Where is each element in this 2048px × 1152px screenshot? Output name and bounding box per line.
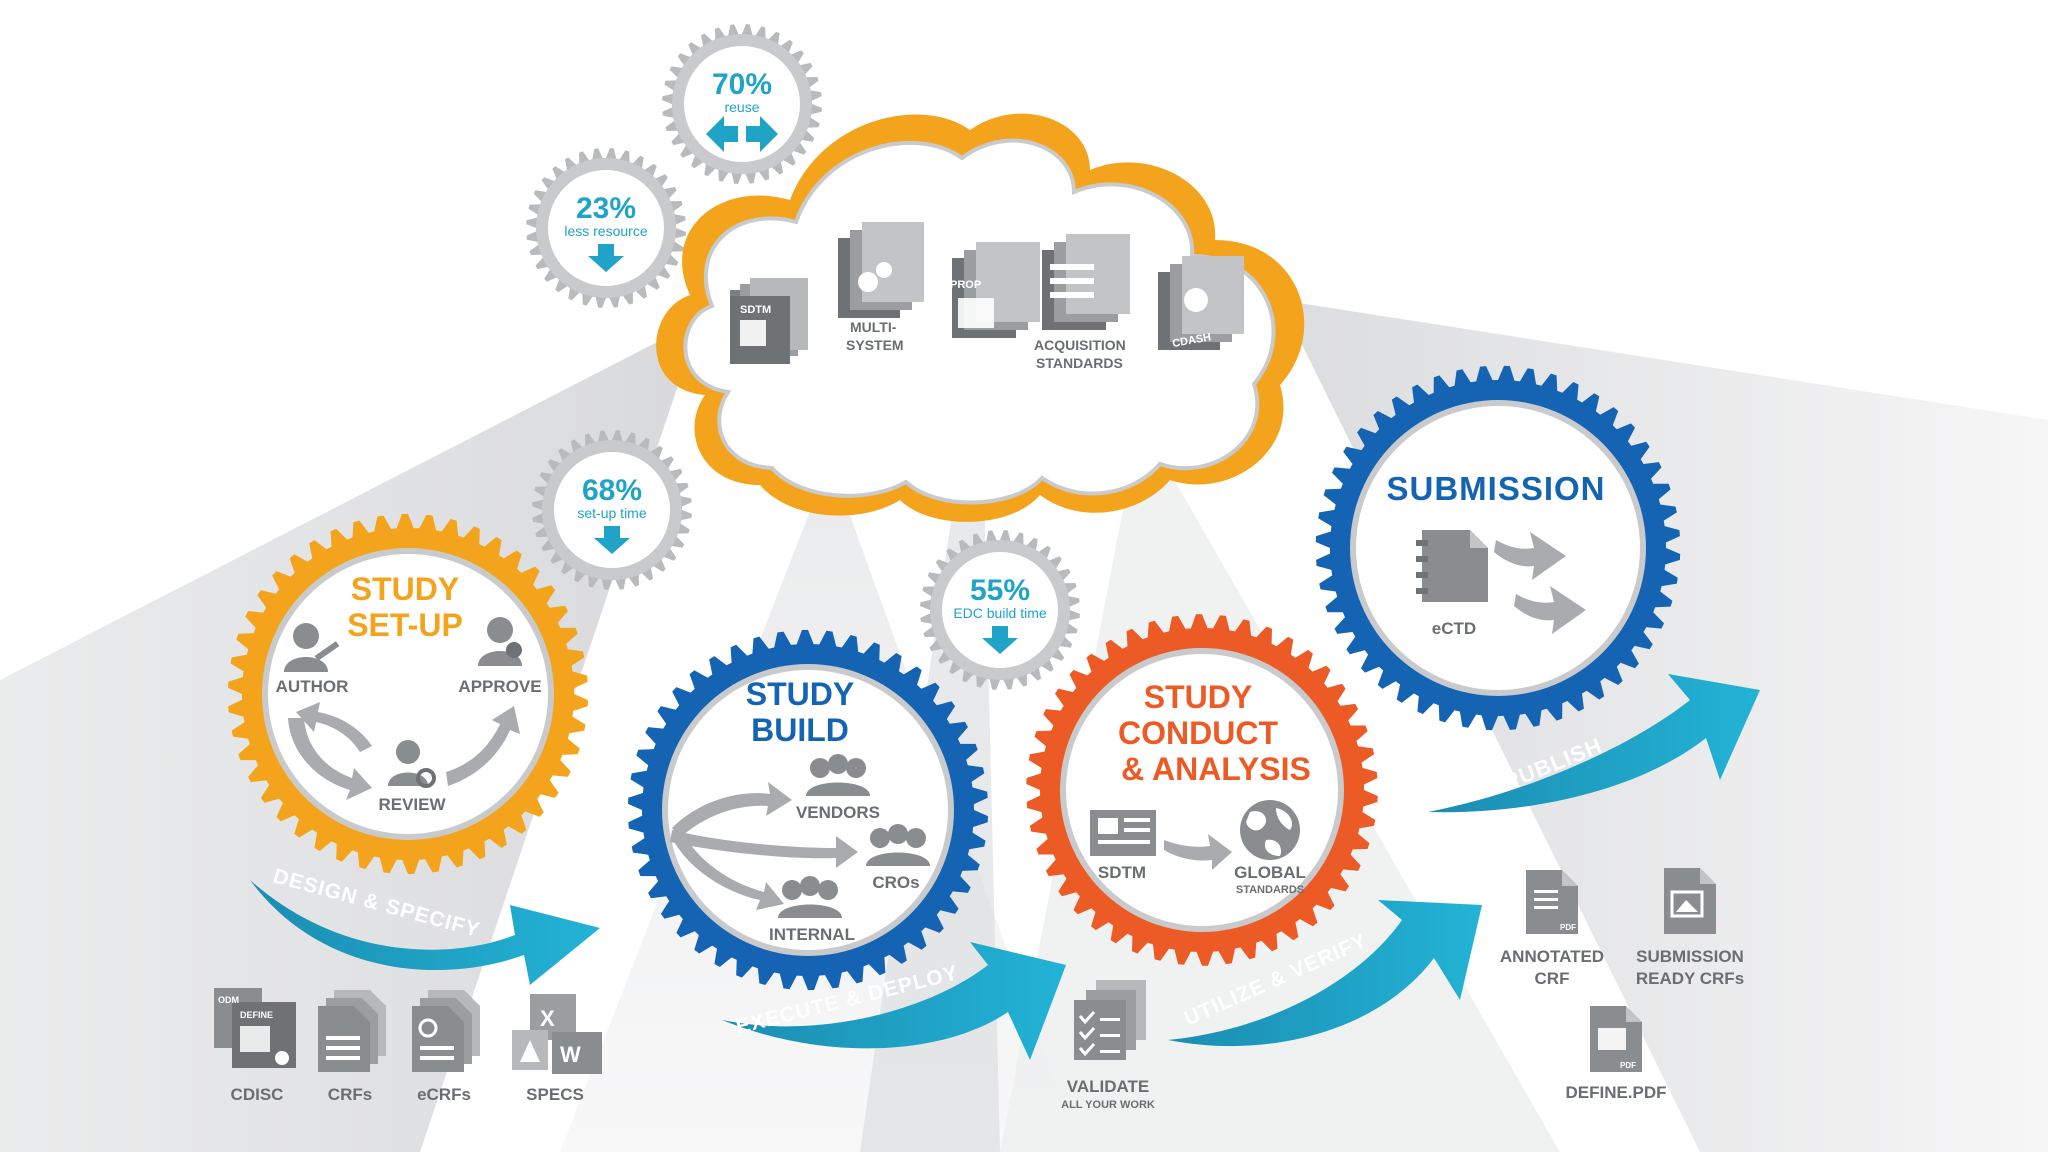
setup-item-review: REVIEW: [378, 795, 446, 814]
cdisc-tag-odm: ODM: [218, 995, 239, 1005]
gear-setup-value: 68%: [582, 474, 642, 507]
globe-icon: [1240, 800, 1300, 860]
doc-label-crfs: CRFs: [328, 1085, 372, 1104]
resource-stat-gear: 23%less resource: [526, 148, 686, 308]
conduct-title-line1: STUDY: [1144, 679, 1252, 715]
submission-title: SUBMISSION: [1386, 470, 1605, 507]
cloud-book-cdash: CDASH: [1158, 256, 1244, 350]
setup-item-author: AUTHOR: [276, 677, 349, 696]
down-arrow-icon: [982, 626, 1018, 654]
submission-ready-label-line2: READY CRFs: [1636, 969, 1744, 988]
cloud-label-sdtm: SDTM: [740, 304, 771, 316]
author-icon: [284, 623, 340, 672]
reuse-stat-gear: 70%reuse: [662, 24, 822, 184]
review-icon: [388, 740, 436, 788]
validate-label-line1: VALIDATE: [1067, 1077, 1149, 1096]
study-setup-content: STUDY SET-UP AUTHOR APPROVE REVIEW: [276, 571, 542, 814]
setup-title-line1: STUDY: [351, 571, 459, 607]
conduct-title-line3: & ANALYSIS: [1121, 751, 1311, 787]
down-arrow-icon: [594, 526, 630, 554]
setup-time-stat-gear: 68%set-up time: [532, 430, 692, 590]
validate-checklist-icon: [1074, 980, 1146, 1060]
vendors-icon: [806, 754, 870, 796]
edc-build-stat-gear: 55%EDC build time: [920, 530, 1080, 690]
annotated-crf-label-line2: CRF: [1535, 969, 1570, 988]
specs-docs-icon: X W: [512, 994, 602, 1074]
setup-cycle-arrows: [288, 702, 520, 800]
cloud-book-prop: PROP: [950, 242, 1040, 338]
internal-icon: [778, 876, 842, 918]
cloud-book-sdtm: SDTM: [730, 278, 808, 364]
define-pdf-icon: PDF: [1590, 1006, 1642, 1072]
build-title-line1: STUDY: [746, 676, 854, 712]
annotated-crf-icon: PDF: [1526, 870, 1578, 934]
submission-arrow-icon-2: [1514, 586, 1586, 634]
submission-content: SUBMISSION eCTD: [1386, 470, 1605, 638]
doc-label-cdisc: CDISC: [231, 1085, 284, 1104]
cloud-book-multisystem: MULTI- SYSTEM: [838, 222, 924, 353]
cdisc-docs-icon: ODM DEFINE: [214, 988, 296, 1068]
sdtm-document-icon: [1090, 810, 1156, 856]
cloud-label-multi: MULTI-: [850, 319, 897, 335]
conduct-arrow-icon: [1164, 834, 1232, 870]
build-distribution-arrows: [670, 782, 858, 910]
cloud-label-standards: STANDARDS: [1036, 355, 1123, 371]
study-conduct-content: STUDY CONDUCT & ANALYSIS SDTM GLOBAL STA…: [1090, 679, 1311, 896]
define-pdf-label: DEFINE.PDF: [1565, 1083, 1666, 1102]
annotated-pdf-tag: PDF: [1560, 923, 1576, 932]
cloud-label-system: SYSTEM: [846, 337, 904, 353]
cros-icon: [866, 824, 930, 866]
cloud-book-acquisition-standards: ACQUISITION STANDARDS: [1034, 234, 1130, 371]
ecrfs-docs-icon: [412, 990, 480, 1072]
conduct-item-sdtm: SDTM: [1098, 863, 1146, 882]
doc-label-ecrfs: eCRFs: [417, 1085, 471, 1104]
build-item-cros: CROs: [872, 873, 919, 892]
build-title-line2: BUILD: [751, 712, 849, 748]
build-item-vendors: VENDORS: [796, 803, 880, 822]
submission-ready-crf-icon: [1664, 868, 1716, 934]
study-build-content: STUDY BUILD VENDORS CROs INTERNAL: [670, 676, 930, 944]
crfs-docs-icon: [318, 990, 386, 1072]
cloud-label-prop: PROP: [950, 279, 981, 291]
conduct-title-line2: CONDUCT: [1118, 715, 1278, 751]
setup-title-line2: SET-UP: [347, 607, 463, 643]
annotated-crf-label-line1: ANNOTATED: [1500, 947, 1604, 966]
gear-resource-label: less resource: [564, 223, 647, 239]
gear-setup-label: set-up time: [577, 505, 646, 521]
submission-item-ectd: eCTD: [1432, 619, 1476, 638]
approve-icon: [478, 617, 522, 666]
cdisc-tag-define: DEFINE: [240, 1010, 273, 1020]
conduct-item-standards: STANDARDS: [1236, 884, 1304, 896]
cloud-label-acquisition: ACQUISITION: [1034, 337, 1126, 353]
doc-label-specs: SPECS: [526, 1085, 584, 1104]
ectd-document-icon: [1416, 530, 1488, 602]
setup-item-approve: APPROVE: [458, 677, 541, 696]
svg-text:W: W: [560, 1042, 581, 1067]
gear-edc-label: EDC build time: [953, 605, 1047, 621]
validate-label-line2: ALL YOUR WORK: [1061, 1099, 1155, 1111]
svg-text:X: X: [540, 1006, 555, 1031]
gear-resource-value: 23%: [576, 192, 636, 225]
gear-edc-value: 55%: [970, 574, 1030, 607]
gear-reuse-label: reuse: [724, 99, 759, 115]
submission-arrow-icon-1: [1494, 532, 1566, 580]
define-pdf-tag: PDF: [1620, 1061, 1636, 1070]
left-right-arrow-icon: [706, 116, 778, 152]
down-arrow-icon: [588, 244, 624, 272]
gear-reuse-value: 70%: [712, 68, 772, 101]
build-item-internal: INTERNAL: [769, 925, 855, 944]
submission-ready-label-line1: SUBMISSION: [1636, 947, 1744, 966]
conduct-item-global: GLOBAL: [1234, 863, 1306, 882]
